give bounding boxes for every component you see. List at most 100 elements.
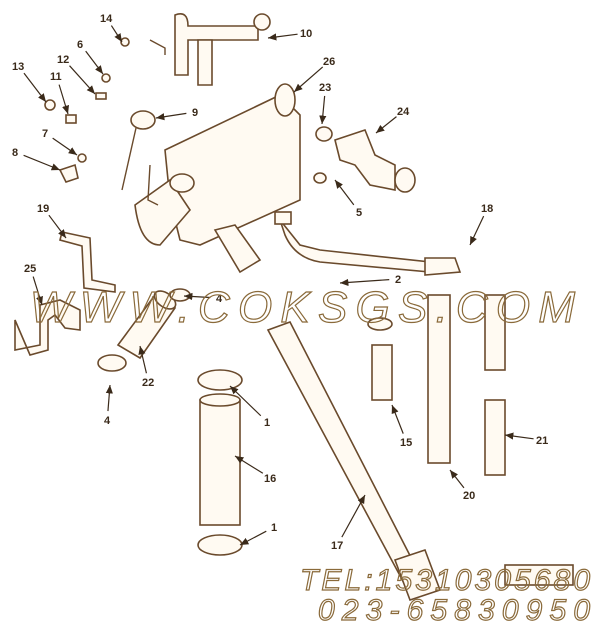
part-6-nut: [101, 73, 111, 83]
callout-label: 10: [300, 28, 312, 40]
callout-arrow: [48, 214, 67, 239]
part-13-nut: [44, 99, 56, 111]
callout-9: 9: [155, 107, 198, 121]
part-5-oring: [313, 172, 327, 184]
callout-7: 7: [42, 128, 78, 156]
callout-arrow: [58, 84, 70, 115]
callout-label: 21: [536, 435, 548, 447]
callout-arrow: [138, 345, 148, 374]
callout-label: 9: [192, 107, 198, 119]
callout-arrow: [504, 432, 534, 440]
watermark-phone: 023-65830950: [318, 594, 590, 627]
callout-arrow: [85, 50, 104, 75]
part-21-pipe-upper: [484, 294, 506, 371]
part-19-bracket: [59, 231, 116, 293]
callout-arrow: [449, 469, 465, 489]
callout-label: 2: [395, 274, 401, 286]
callout-arrow: [229, 385, 262, 417]
part-16-top: [199, 393, 241, 407]
part-15-hose: [371, 344, 393, 401]
part-23-oring: [315, 126, 333, 142]
part-10-branch: [197, 39, 213, 86]
callout-arrow: [375, 116, 397, 134]
part-20-pipe: [427, 294, 451, 464]
callout-arrow: [155, 112, 187, 121]
callout-label: 12: [57, 54, 69, 66]
part-18-pipe: [279, 219, 431, 273]
part-1-clamp-bottom: [197, 534, 243, 556]
callout-arrow: [69, 65, 96, 95]
callout-5: 5: [334, 179, 362, 219]
part-10-bracket: [149, 39, 166, 55]
callout-23: 23: [319, 82, 331, 125]
callout-arrow: [293, 66, 324, 93]
callout-label: 24: [397, 106, 410, 118]
callout-19: 19: [37, 203, 67, 239]
callout-26: 26: [293, 56, 335, 93]
part-26-inlet-end: [169, 173, 195, 193]
part-26-bracket: [147, 164, 159, 206]
callout-10: 10: [267, 28, 312, 41]
callout-label: 6: [77, 39, 83, 51]
callout-16: 16: [234, 455, 276, 485]
part-18-nut: [274, 211, 292, 225]
callout-24: 24: [375, 106, 410, 134]
part-9-strap: [121, 127, 137, 191]
callout-4: 4: [104, 384, 113, 427]
callout-arrow: [32, 276, 43, 306]
callout-label: 26: [323, 56, 335, 68]
part-21-pipe-lower: [484, 399, 506, 476]
callout-label: 16: [264, 473, 276, 485]
callout-1: 1: [229, 385, 270, 429]
callout-arrow: [183, 292, 211, 301]
callout-label: 1: [271, 522, 277, 534]
part-24-end: [394, 167, 416, 193]
callout-22: 22: [138, 345, 154, 389]
callout-13: 13: [12, 61, 47, 103]
part-10-end: [253, 13, 271, 31]
part-8-clip: [58, 163, 79, 183]
callout-20: 20: [449, 469, 475, 502]
callout-arrow: [52, 137, 78, 156]
part-26-end: [274, 83, 296, 117]
part-1-clamp-top: [197, 369, 243, 391]
part-10-tube: [174, 13, 259, 76]
callout-label: 8: [12, 147, 18, 159]
callout-8: 8: [12, 147, 61, 171]
callout-6: 6: [77, 39, 104, 75]
callout-14: 14: [100, 13, 123, 43]
callout-label: 11: [50, 71, 62, 83]
callout-label: 19: [37, 203, 49, 215]
callout-arrow: [239, 530, 267, 546]
callout-label: 18: [481, 203, 493, 215]
watermark: WWW.COKSGS.COM TEL:15310305680 023-65830…: [29, 282, 591, 627]
callout-label: 4: [216, 293, 223, 305]
callout-18: 18: [469, 203, 493, 246]
callout-arrow: [234, 455, 264, 474]
part-17-fitting: [393, 548, 442, 602]
callout-label: 5: [356, 207, 362, 219]
callout-arrow: [334, 179, 355, 206]
callout-arrow: [23, 154, 61, 171]
callout-25: 25: [24, 263, 43, 306]
figure-tag-box: [504, 564, 574, 586]
callout-label: 13: [12, 61, 24, 73]
part-24-elbow: [334, 129, 396, 191]
part-22-tube: [116, 293, 177, 360]
callout-1: 1: [239, 522, 277, 546]
parts: [14, 13, 574, 602]
part-4-clamp: [97, 354, 127, 372]
watermark-site: WWW.COKSGS.COM: [30, 283, 575, 332]
callout-2: 2: [339, 274, 401, 287]
callout-label: 14: [100, 13, 113, 25]
callout-arrow: [110, 25, 123, 43]
callout-arrow: [341, 494, 366, 538]
part-14-bolt: [120, 37, 130, 47]
callout-arrow: [339, 278, 390, 287]
part-7-nut: [77, 153, 87, 163]
callout-arrow: [267, 33, 298, 41]
callout-arrow: [105, 384, 113, 412]
